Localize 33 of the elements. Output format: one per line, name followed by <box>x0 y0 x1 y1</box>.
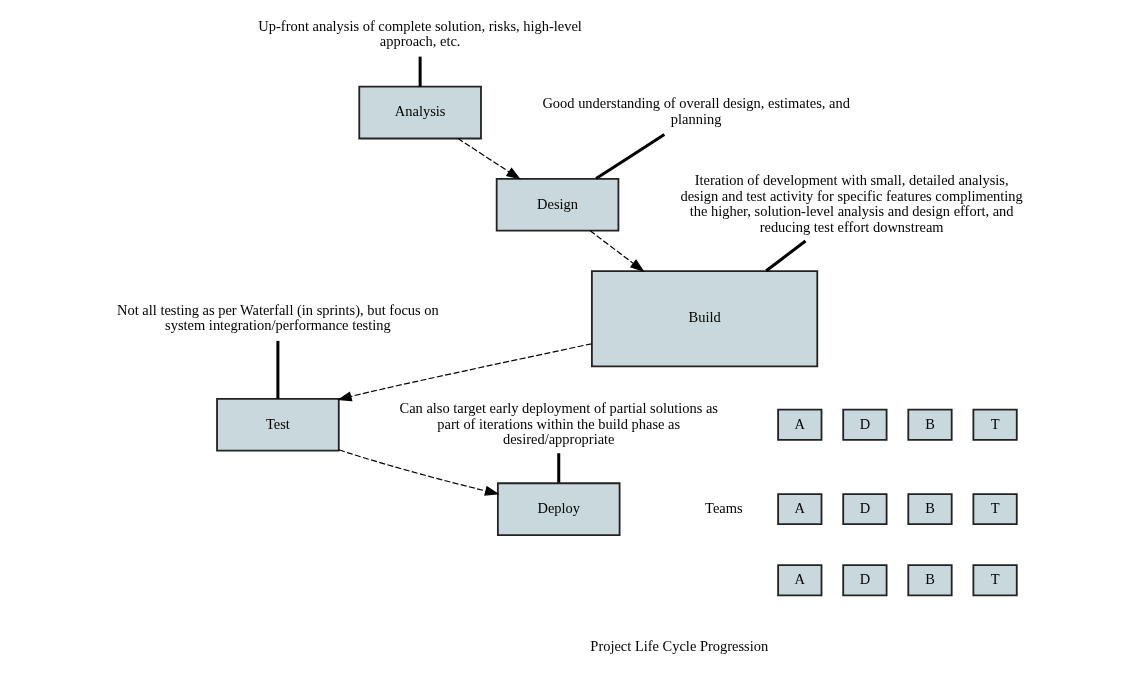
node-box: A <box>777 493 823 526</box>
arrow <box>337 343 593 402</box>
node-box: B <box>907 564 953 597</box>
node-box: Design <box>495 177 620 232</box>
node-box: D <box>842 564 888 597</box>
node-box: B <box>907 493 953 526</box>
node-box: D <box>842 408 888 441</box>
node-box: T <box>972 408 1018 441</box>
connector <box>765 239 807 272</box>
node-box: B <box>907 408 953 441</box>
node-box: Build <box>591 270 819 368</box>
node-text: Not all testing as per Waterfall (in sprints), but focus on system integration/performance testing <box>117 301 439 334</box>
arrow <box>589 230 645 272</box>
arrow <box>457 137 521 180</box>
label: Teams <box>705 499 743 516</box>
node-box: T <box>972 564 1018 597</box>
node-text: Up-front analysis of complete solution, risks, high-level approach, etc. <box>258 17 582 50</box>
node-box: A <box>777 408 823 441</box>
arrow <box>338 449 500 496</box>
node-box: Analysis <box>358 85 482 140</box>
label: Project Life Cycle Progression <box>590 637 769 654</box>
node-box: T <box>972 493 1018 526</box>
node-box: Deploy <box>496 482 621 536</box>
node-box: Test <box>216 397 340 452</box>
node-box: A <box>777 564 823 597</box>
node-text: Iteration of development with small, detailed analysis, design and test activity for specific features complimenting the higher, solution-level analysis and design effort, and reducing test effort downstream <box>680 172 1023 236</box>
connector <box>557 453 561 483</box>
node-box: D <box>842 493 888 526</box>
node-text: Good understanding of overall design, estimates, and planning <box>542 95 850 128</box>
connector <box>276 340 280 399</box>
connector <box>418 56 422 87</box>
connector <box>595 133 666 180</box>
node-text: Can also target early deployment of partial solutions as part of iterations within the build phase as desired/appropriate <box>399 399 718 448</box>
